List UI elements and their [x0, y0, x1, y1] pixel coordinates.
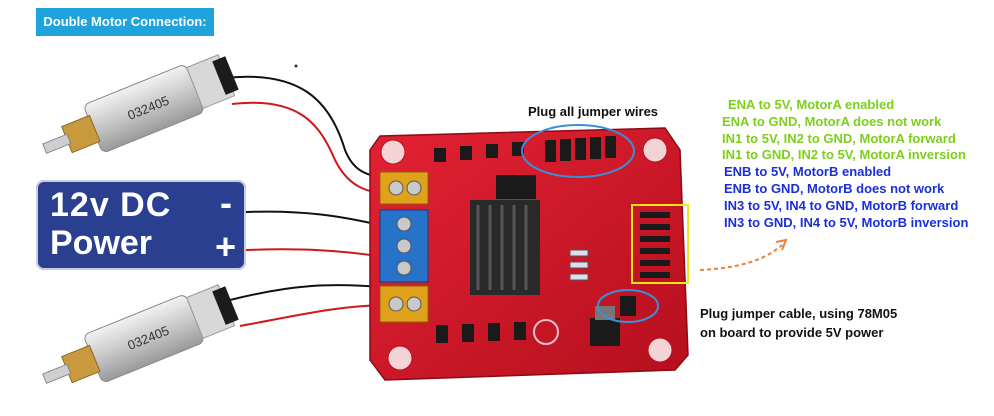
jumper-wires-label: Plug all jumper wires: [528, 104, 659, 119]
control-note: ENB to 5V, MotorB enabled: [724, 164, 892, 180]
jumper-cable-highlight: [597, 289, 659, 323]
jumper-cable-label-1: Plug jumper cable, using 78M05: [700, 306, 898, 321]
l298n-board: [369, 127, 689, 381]
power-line1: 12v DC: [50, 186, 172, 224]
wire-motor-a-red: [231, 101, 393, 196]
plus-sign: +: [214, 226, 236, 267]
wire-motor-a-black: [224, 75, 393, 181]
minus-sign: -: [220, 182, 232, 223]
control-note: ENA to GND, MotorA does not work: [722, 113, 942, 129]
power-supply-label: 12v DC Power - +: [36, 180, 246, 270]
control-note: IN1 to GND, IN2 to 5V, MotorA inversion: [722, 147, 966, 163]
diagram-title: Double Motor Connection:: [36, 8, 214, 36]
pointer-arrow: [699, 244, 783, 271]
wire-motor-b-black: [229, 284, 393, 301]
control-note: ENB to GND, MotorB does not work: [724, 181, 945, 196]
motor-b: [42, 284, 239, 384]
control-note: IN3 to 5V, IN4 to GND, MotorB forward: [724, 197, 959, 213]
wire-motor-b-red: [239, 304, 393, 327]
control-note: ENA to 5V, MotorA enabled: [728, 97, 895, 112]
control-header-highlight: [631, 204, 689, 284]
power-line2: Power: [50, 224, 153, 262]
jumper-wires-highlight: [521, 124, 635, 178]
jumper-cable-label-2: on board to provide 5V power: [700, 325, 884, 340]
motor-a: [42, 54, 239, 154]
control-note: IN3 to GND, IN4 to 5V, MotorB inversion: [724, 214, 969, 230]
control-note: IN1 to 5V, IN2 to GND, MotorA forward: [722, 130, 956, 146]
